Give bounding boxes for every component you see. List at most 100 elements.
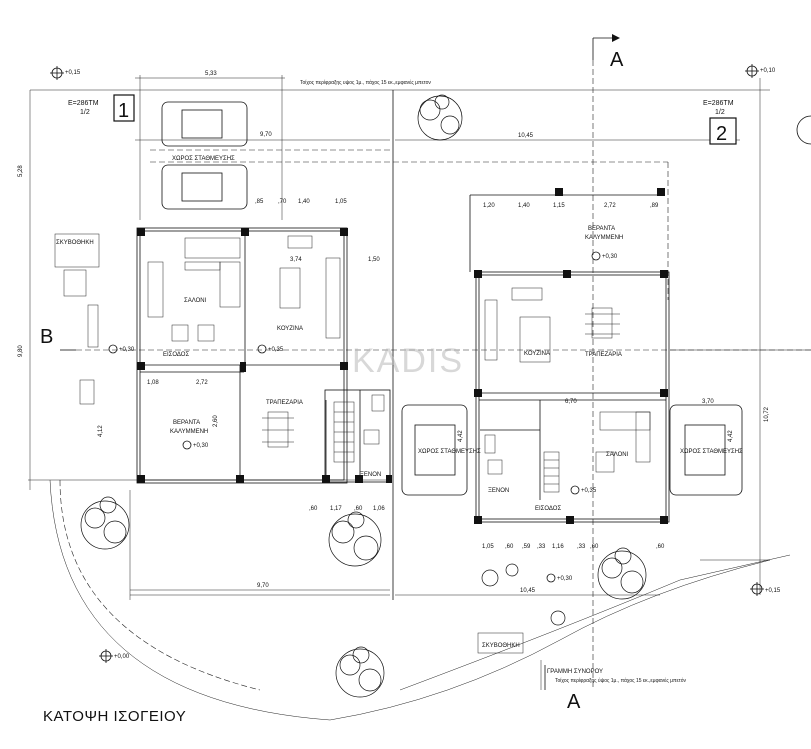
plan-annotation-text: 4,42 — [458, 430, 464, 442]
room-label-wc-1: ΞΕΝΟΝ — [360, 472, 381, 478]
unit-2-walls — [469, 188, 670, 524]
plan-annotation-text: ,60 — [656, 544, 665, 550]
unit-2-label: E=286TM 1/2 2 — [703, 100, 737, 145]
plan-annotation-text: +0,35 — [268, 347, 284, 353]
plan-annotation-text: 1/2 — [715, 109, 725, 116]
room-label-entrance-2: ΕΙΣΟΔΟΣ — [535, 506, 561, 512]
plan-annotation-text: 2,72 — [604, 203, 616, 209]
room-label-veranda-2b: ΚΑΛΥΜΜΕΝΗ — [585, 235, 623, 241]
room-label-dining-2: ΤΡΑΠΕΖΑΡΙΑ — [585, 352, 622, 358]
plan-annotation-text: 1/2 — [80, 109, 90, 116]
room-label-storage-2: ΣΚΥΒΟΘΗΚΗ — [482, 643, 520, 649]
unit-1-parking: ΧΩΡΟΣ ΣΤΑΘΜΕΥΣΗΣ — [161, 101, 248, 210]
room-label-storage-1: ΣΚΥΒΟΘΗΚΗ — [56, 240, 94, 246]
plan-annotation-text: 2 — [716, 123, 727, 145]
plan-annotation-text: ,89 — [650, 203, 659, 209]
plan-annotation-text: 2,72 — [196, 380, 208, 386]
section-label-a-top: A — [610, 49, 624, 71]
plan-annotation-text: 10,45 — [518, 133, 534, 139]
plan-annotation-text: 1,08 — [147, 380, 159, 386]
unit-2-furniture — [484, 287, 651, 493]
plan-annotation-text: +0,30 — [119, 347, 135, 353]
room-label-kitchen-1: ΚΟΥΖΙΝΑ — [277, 326, 303, 332]
plan-annotation-text: ,33 — [577, 544, 586, 550]
room-label-entrance-1: ΕΙΣΟΔΟΣ — [163, 352, 189, 358]
watermark-logo: KADIS — [352, 342, 464, 380]
plan-annotation-text: 3,70 — [702, 399, 714, 405]
level-marker-right: +0,15 — [750, 582, 781, 596]
plan-annotation-text: 1,05 — [482, 544, 494, 550]
plan-annotation-text: 3,74 — [290, 257, 302, 263]
plan-annotation-text: +0,30 — [602, 254, 618, 260]
unit-2-parking — [401, 404, 743, 496]
room-label-veranda-1b: ΚΑΛΥΜΜΕΝΗ — [170, 429, 208, 435]
plan-annotation-text: 5,28 — [18, 165, 24, 177]
room-label-parking-2a: ΧΩΡΟΣ ΣΤΑΘΜΕΥΣΗΣ — [418, 449, 481, 455]
room-label-dining-1: ΤΡΑΠΕΖΑΡΙΑ — [266, 400, 303, 406]
plan-annotation-text: ,60 — [354, 506, 363, 512]
unit-1-label: E=286TM 1/2 1 — [68, 94, 135, 122]
plan-annotation-text: 1 — [118, 100, 129, 122]
site-lines — [28, 75, 811, 721]
plan-annotation-text: E=286TM — [68, 100, 99, 107]
plan-annotation-text: 10,45 — [520, 588, 536, 594]
boundary-line-label: ΓΡΑΜΜΗ ΣΥΝΟΡΟΥ — [547, 669, 603, 675]
plan-annotation-text: ,59 — [522, 544, 531, 550]
plan-annotation-text: 10,72 — [764, 406, 770, 422]
plan-annotation-text: ,60 — [309, 506, 318, 512]
section-marker-a-bottom: A — [544, 665, 581, 713]
boundary-wall-note: Τοίχος περίφραξης ύψος 1μ., πάχος 15 εκ.… — [555, 677, 686, 684]
drawing-title: ΚΑΤΟΨΗ ΙΣΟΓΕΙΟΥ — [43, 708, 186, 725]
room-label-kitchen-2: ΚΟΥΖΙΝΑ — [524, 351, 550, 357]
plan-annotation-text: ,85 — [255, 199, 264, 205]
plan-annotation-text: +0,10 — [760, 68, 776, 74]
top-wall-note: Τοίχος περίφραξης υψος 1μ., πάχος 15 εκ.… — [300, 79, 431, 86]
plan-annotation-text: 1,05 — [335, 199, 347, 205]
room-label-parking-2b: ΧΩΡΟΣ ΣΤΑΘΜΕΥΣΗΣ — [680, 449, 743, 455]
section-label-a-bottom: A — [567, 691, 581, 713]
section-label-b: B — [40, 326, 53, 348]
unit-1-furniture — [147, 235, 385, 463]
plan-annotation-text: 4,12 — [98, 425, 104, 437]
room-label-veranda-2a: ΒΕΡΑΝΤΑ — [588, 226, 615, 232]
level-marker-bottom-left: +0,00 — [99, 649, 130, 663]
plan-annotation-text: 1,50 — [368, 257, 380, 263]
plan-annotation-text: ,70 — [278, 199, 287, 205]
storage-2-box — [477, 632, 524, 654]
plan-annotation-text: 9,80 — [18, 345, 24, 357]
tree-symbols — [80, 94, 647, 698]
room-label-wc-2: ΞΕΝΟΝ — [488, 488, 509, 494]
room-label-veranda-1a: ΒΕΡΑΝΤΑ — [173, 420, 200, 426]
plan-annotation-text: 1,15 — [553, 203, 565, 209]
room-label-living-1: ΣΑΛΟΝΙ — [184, 298, 207, 304]
plan-annotation-text: 1,20 — [483, 203, 495, 209]
plan-annotation-text: +0,30 — [193, 443, 209, 449]
plan-annotation-text: 1,06 — [373, 506, 385, 512]
section-marker-b: B — [40, 326, 811, 351]
unit-1-walls — [136, 227, 392, 484]
north-arrow-icon — [796, 115, 811, 145]
plan-annotation-text: +0,15 — [65, 70, 81, 76]
plan-annotation-text: 6,70 — [565, 399, 577, 405]
plan-annotation-text: 1,40 — [518, 203, 530, 209]
plan-annotation-text: 4,42 — [728, 430, 734, 442]
plan-annotation-text: ΧΩΡΟΣ ΣΤΑΘΜΕΥΣΗΣ — [172, 156, 235, 162]
plan-annotation-text: 2,60 — [213, 415, 219, 427]
plan-annotation-text: 5,33 — [205, 71, 217, 77]
room-label-living-2: ΣΑΛΟΝΙ — [606, 452, 629, 458]
plan-annotation-text: +0,00 — [114, 654, 130, 660]
plan-annotation-text: 1,40 — [298, 199, 310, 205]
plan-annotation-text: 9,70 — [257, 583, 269, 589]
plan-annotation-text: 1,17 — [330, 506, 342, 512]
plan-annotation-text: ,60 — [505, 544, 514, 550]
plan-annotation-text: 1,16 — [552, 544, 564, 550]
plan-annotation-text: ,33 — [537, 544, 546, 550]
level-marker-top-left: +0,15 — [50, 66, 81, 80]
plan-annotation-text: +0,15 — [765, 588, 781, 594]
section-marker-a-top: A — [592, 34, 624, 71]
plan-annotation-text: ,60 — [590, 544, 599, 550]
plan-annotation-text: +0,35 — [581, 488, 597, 494]
level-marker-top-right: +0,10 — [745, 64, 776, 78]
plan-annotation-text: E=286TM — [703, 100, 734, 107]
